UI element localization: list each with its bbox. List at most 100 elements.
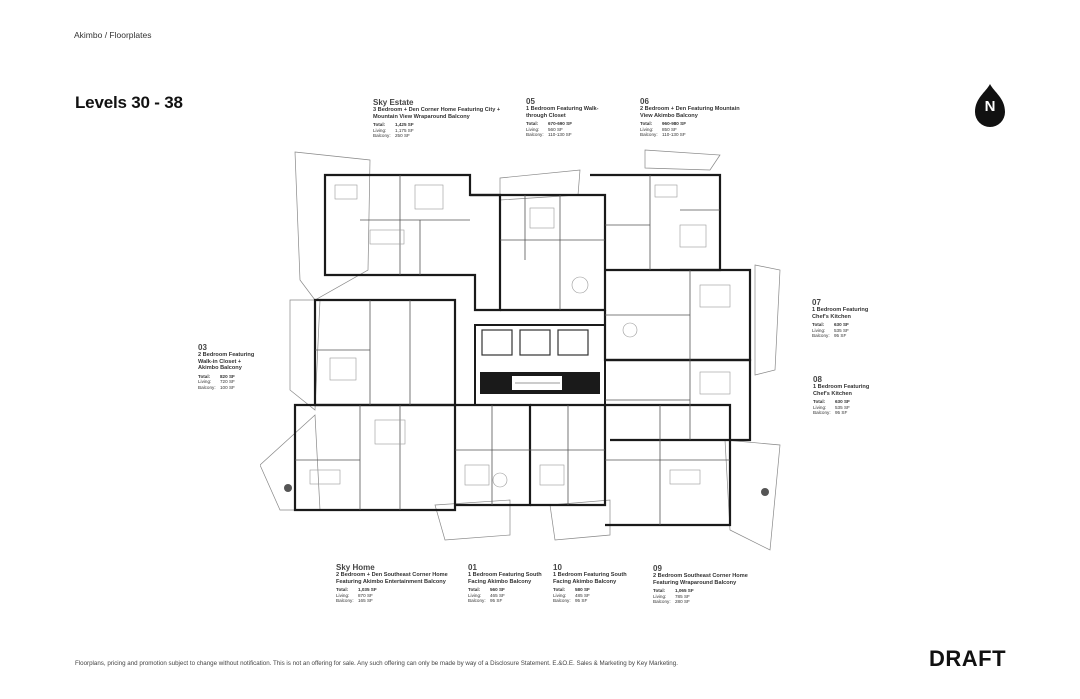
living-value: 1,175 SF [395,127,414,133]
living-label: Living: [373,127,387,133]
balcony-label: Balcony: [526,132,544,137]
unit-number: 09 [653,564,662,573]
north-arrow-icon [975,84,1005,127]
living-label: Living: [198,379,212,385]
disclaimer: Floorplans, pricing and promotion subjec… [75,660,678,667]
living-label: Living: [812,327,826,333]
unit-label-06: 06 2 Bedroom + Den Featuring Mountain Vi… [640,97,740,137]
balcony-label: Balcony: [812,333,830,338]
balcony-value: 95 SF [490,598,503,603]
unit-01-walls [455,403,532,507]
total-label: Total: [553,587,566,593]
balcony-value: 95 SF [835,410,848,415]
living-label: Living: [468,592,482,598]
unit-label-09: 09 2 Bedroom Southeast Corner Home Featu… [653,564,753,604]
living-value: 560 SF [548,126,563,132]
total-label: Total: [336,587,349,593]
balcony-label: Balcony: [336,598,354,603]
living-value: 485 SF [575,592,590,598]
unit-description: 1 Bedroom Featuring Chef's Kitchen [813,384,870,397]
unit-description: 1 Bedroom Featuring South Facing Akimbo … [553,572,627,585]
total-label: Total: [198,373,211,379]
living-value: 785 SF [675,593,690,599]
total-label: Total: [526,121,539,127]
unit-label-07: 07 1 Bedroom Featuring Chef's Kitchen To… [812,298,882,338]
draft-stamp: DRAFT [929,646,1007,671]
total-label: Total: [468,587,481,593]
total-label: Total: [813,399,826,405]
total-value: 560 SF [490,587,505,593]
living-value: 870 SF [358,592,373,598]
unit-number: 08 [813,375,822,384]
total-value: 820 SF [220,373,235,379]
unit-description: 2 Bedroom + Den Southeast Corner Home Fe… [336,572,448,585]
living-label: Living: [653,593,667,599]
balcony-sky-estate [294,151,371,301]
living-value: 465 SF [490,592,505,598]
unit-name: Sky Estate [373,98,414,107]
unit-09-walls [605,403,732,527]
unit-label-03: 03 2 Bedroom Featuring Walk-in Closet + … [198,343,262,390]
balcony-value: 95 SF [575,598,588,603]
balcony-label: Balcony: [553,598,571,603]
unit-number: 03 [198,343,207,352]
total-value: 1,035 SF [358,587,377,593]
unit-label-05: 05 1 Bedroom Featuring Walk-through Clos… [526,97,616,137]
unit-description: 1 Bedroom Featuring Chef's Kitchen [812,307,869,320]
unit-label-sky-home: Sky Home 2 Bedroom + Den Southeast Corne… [336,563,456,603]
balcony-value: 100 SF [220,384,235,390]
unit-number: 06 [640,97,649,106]
balcony-label: Balcony: [640,132,658,137]
balcony-09 [724,439,781,551]
unit-number: 07 [812,298,821,307]
unit-description: 1 Bedroom Featuring South Facing Akimbo … [468,572,542,585]
total-value: 670-690 SF [548,121,573,127]
unit-description: 1 Bedroom Featuring Walk-through Closet [526,106,599,119]
balcony-03 [289,299,321,411]
total-label: Total: [653,588,666,594]
total-value: 630 SF [834,322,849,328]
unit-number: 01 [468,563,477,572]
unit-03-walls [313,298,457,407]
balcony-value: 250 SF [395,133,410,138]
total-value: 630 SF [835,399,850,405]
unit-description: 2 Bedroom Featuring Walk-in Closet + Aki… [198,352,255,372]
living-label: Living: [526,126,540,132]
living-label: Living: [813,404,827,410]
breadcrumb: Akimbo / Floorplates [74,30,152,40]
balcony-value: 110-130 SF [662,132,686,137]
living-value: 535 SF [835,404,850,410]
balcony-value: 110-130 SF [548,132,572,137]
unit-label-sky-estate: Sky Estate 3 Bedroom + Den Corner Home F… [373,98,503,138]
total-value: 1,425 SF [395,122,414,128]
balcony-value: 165 SF [358,598,373,603]
balcony-sky-home [260,414,321,511]
unit-label-01: 01 1 Bedroom Featuring South Facing Akim… [468,563,546,603]
unit-description: 2 Bedroom + Den Featuring Mountain View … [640,106,740,119]
unit-sky-home-walls [293,403,457,512]
unit-number: 10 [553,563,562,572]
living-label: Living: [553,592,567,598]
unit-description: 3 Bedroom + Den Corner Home Featuring Ci… [373,107,501,120]
balcony-label: Balcony: [653,599,671,604]
balcony-value: 280 SF [675,599,690,604]
total-value: 580 SF [575,587,590,593]
balcony-01 [434,499,511,541]
floorplate-drawing [260,149,781,551]
unit-08-walls [605,358,752,442]
page-title: Levels 30 - 38 [75,93,183,112]
living-value: 535 SF [834,327,849,333]
unit-label-08: 08 1 Bedroom Featuring Chef's Kitchen To… [813,375,883,415]
balcony-label: Balcony: [468,598,486,603]
unit-05-walls [470,193,607,312]
balcony-07-08 [754,264,781,376]
unit-10-walls [530,403,607,507]
balcony-10 [549,499,611,541]
unit-description: 2 Bedroom Southeast Corner Home Featurin… [653,573,748,586]
total-label: Total: [812,322,825,328]
total-value: 1,065 SF [675,588,694,594]
total-label: Total: [640,121,653,127]
unit-label-10: 10 1 Bedroom Featuring South Facing Akim… [553,563,633,603]
north-label: N [984,98,996,115]
balcony-label: Balcony: [813,410,831,415]
